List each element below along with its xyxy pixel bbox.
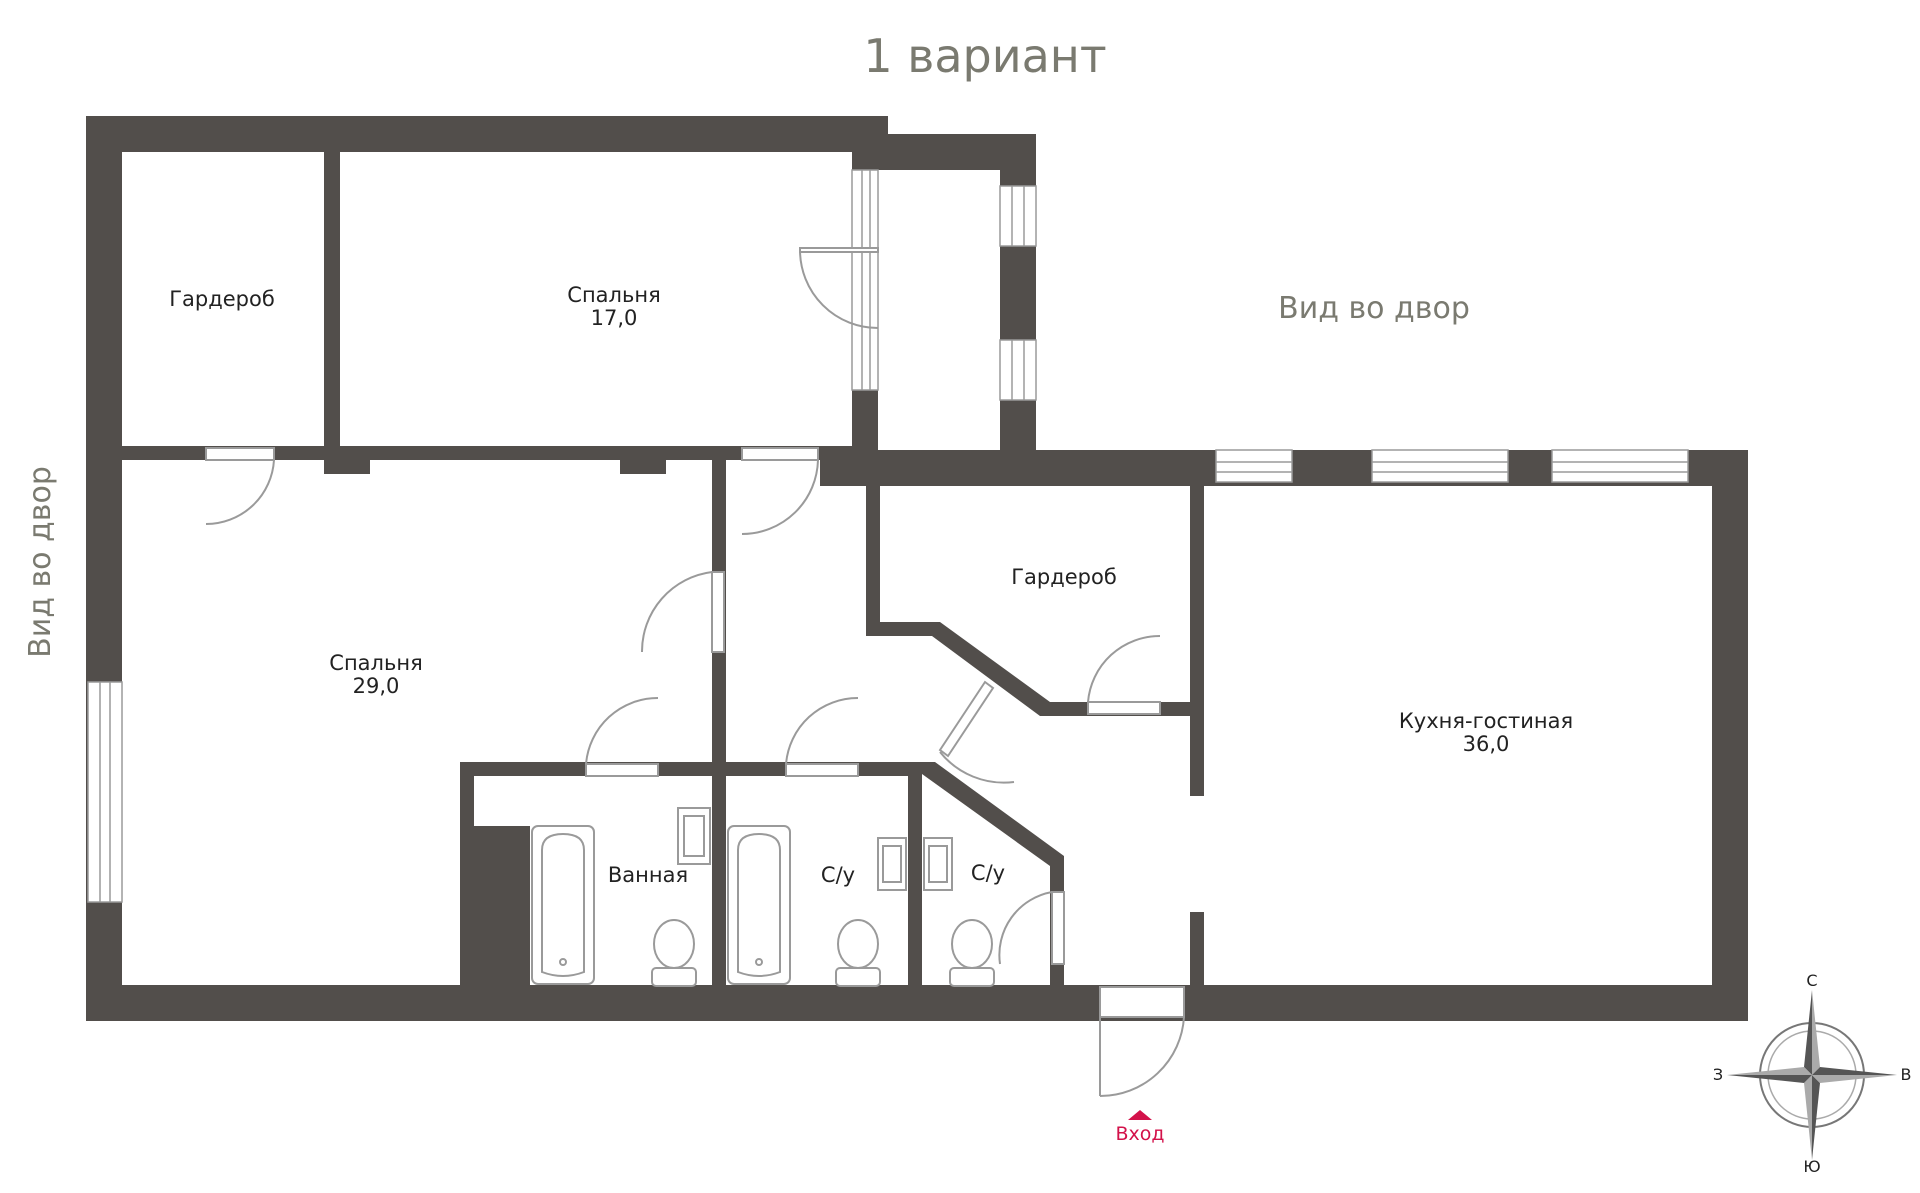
room-label-wc-1: С/у — [821, 863, 855, 887]
room-label-wc-2: С/у — [971, 861, 1005, 885]
room-area-bedroom-29: 29,0 — [353, 674, 400, 698]
room-area-kitchen: 36,0 — [1463, 732, 1510, 756]
room-label-wardrobe-mid: Гардероб — [1011, 565, 1117, 589]
fixtures — [531, 807, 995, 987]
compass-west-label: З — [1713, 1065, 1723, 1084]
room-label-kitchen: Кухня-гостиная — [1399, 709, 1573, 733]
room-area-bedroom-17: 17,0 — [591, 306, 638, 330]
toilet-icon — [951, 919, 993, 969]
entrance-arrow-icon — [1128, 1110, 1152, 1120]
view-label-left: Вид во двор — [23, 466, 58, 658]
plan-title: 1 вариант — [863, 29, 1106, 83]
walls — [86, 116, 1748, 1021]
toilet-icon — [837, 919, 879, 969]
compass-north-label: С — [1806, 971, 1817, 990]
doors — [205, 247, 1185, 1098]
toilet-icon — [653, 919, 695, 969]
entrance-label: Вход — [1115, 1123, 1164, 1145]
compass-east-label: В — [1901, 1065, 1912, 1084]
room-label-bedroom-29: Спальня — [329, 651, 422, 675]
view-label-right: Вид во двор — [1278, 291, 1470, 326]
compass-south-label: Ю — [1803, 1157, 1820, 1176]
room-label-wardrobe-top: Гардероб — [169, 287, 275, 311]
room-label-bedroom-17: Спальня — [567, 283, 660, 307]
room-label-bathroom: Ванная — [608, 863, 688, 887]
compass-rose-icon — [1727, 990, 1897, 1160]
windows — [87, 169, 1689, 903]
